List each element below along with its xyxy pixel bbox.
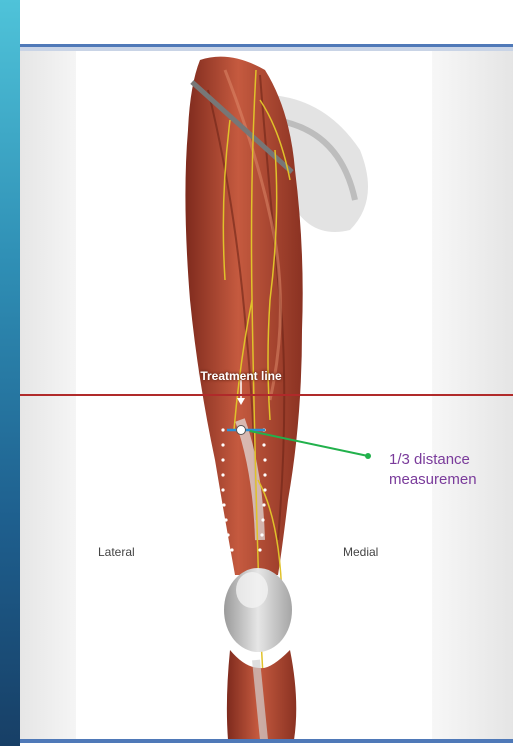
footer-rule <box>20 739 513 743</box>
lateral-label: Lateral <box>98 545 135 559</box>
treatment-line-label: Treatment line <box>196 370 286 383</box>
distance-measurement-text: 1/3 distance measuremen <box>389 450 513 490</box>
knee-joint <box>224 568 292 652</box>
treatment-horizontal-line <box>20 394 513 396</box>
slide: Treatment line 1/3 distance measuremen L… <box>20 0 513 746</box>
medial-label: Medial <box>343 545 378 559</box>
distance-measurement-label: 1/3 distance measuremen <box>389 450 513 490</box>
